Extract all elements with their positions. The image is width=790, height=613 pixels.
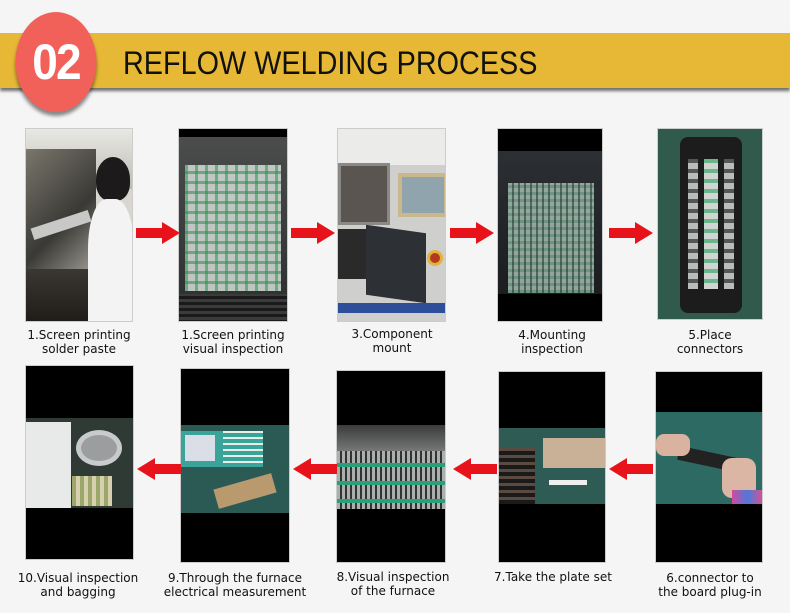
step-caption: 1.Screen printing visual inspection [181,328,285,356]
section-number-badge: 02 [15,12,97,112]
step-caption: 6.connector to the board plug-in [658,571,762,599]
step-caption: 9.Through the furnace electrical measure… [163,571,307,599]
photo-smt-machine [337,128,446,322]
arrow-left-icon [293,458,337,480]
step-caption: 4.Mounting inspection [518,328,586,356]
arrow-right-icon [136,222,180,244]
step-caption: 3.Component mount [351,327,433,355]
step-caption: 5.Place connectors [676,328,744,356]
photo-magnifier-inspection [25,365,134,560]
photo-connector-plugin [655,371,763,563]
arrow-right-icon [291,222,335,244]
arrow-right-icon [609,222,653,244]
photo-furnace-conveyor [336,370,446,563]
page-title: REFLOW WELDING PROCESS [123,45,538,81]
photo-worker-screen-printing [25,128,133,322]
photo-connector-fixture [657,128,763,320]
arrow-left-icon [137,458,181,480]
photo-mounted-boards-rack [497,128,603,322]
step-caption: 10.Visual inspection and bagging [17,571,139,599]
arrow-left-icon [609,458,653,480]
arrow-right-icon [450,222,494,244]
step-caption: 1.Screen printing solder paste [27,328,131,356]
step-caption: 8.Visual inspection of the furnace [336,570,450,598]
photo-pcb-panel [178,128,288,322]
header-banner [0,33,790,88]
step-caption: 7.Take the plate set [494,570,612,584]
arrow-left-icon [453,458,497,480]
photo-plate-set [498,371,606,563]
photo-electrical-tester [180,368,290,563]
